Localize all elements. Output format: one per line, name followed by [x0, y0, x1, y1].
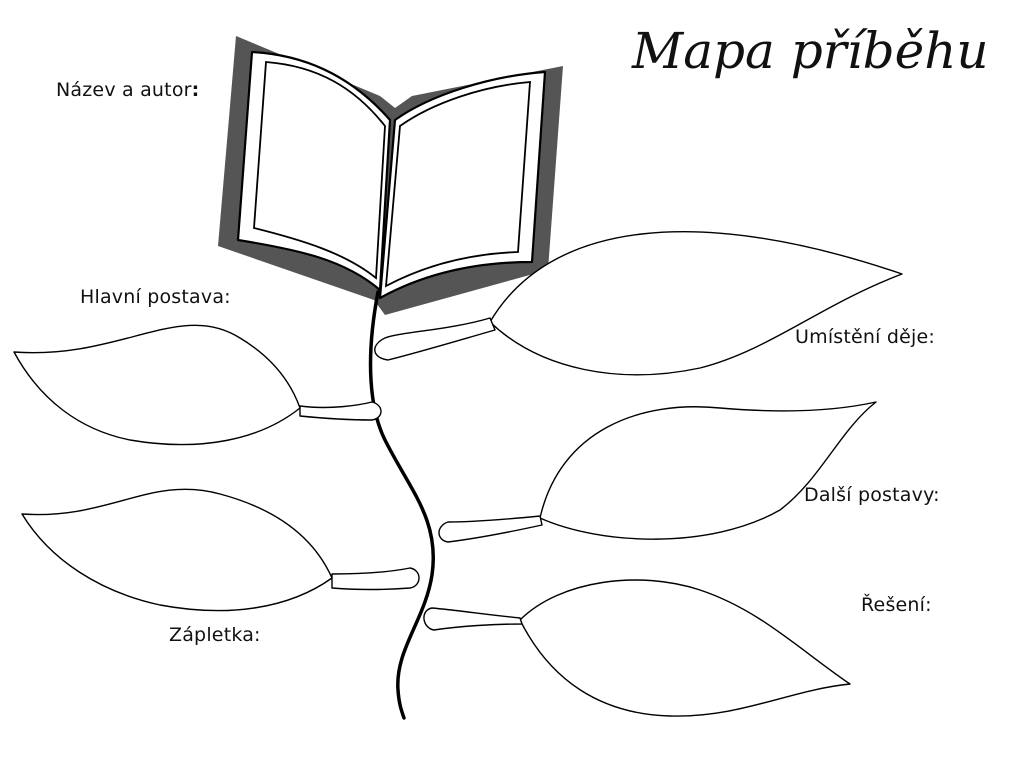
leaf-resolution-petiole: [423, 607, 523, 631]
stem: [368, 290, 435, 720]
leaf-plot: [21, 488, 420, 612]
leaf-main-character: [13, 324, 382, 446]
leaf-other-characters-petiole: [438, 515, 543, 543]
leaf-main-character-blade: [13, 324, 301, 446]
book-right-page-frame: [384, 81, 531, 288]
leaf-other-characters: [438, 401, 877, 543]
leaf-setting: [374, 230, 903, 376]
leaf-setting-blade: [489, 230, 903, 376]
leaf-main-character-petiole: [299, 401, 382, 421]
label-title-author-colon: :: [191, 79, 200, 101]
leaf-plot-petiole: [331, 567, 420, 591]
page-title: Mapa příběhu: [632, 22, 989, 80]
label-main-character: Hlavní postava:: [80, 286, 231, 308]
leaf-resolution-blade: [519, 579, 851, 717]
leaf-setting-petiole: [374, 317, 496, 361]
leaf-resolution: [423, 579, 851, 717]
label-title-author-text: Název a autor: [56, 79, 192, 101]
open-book-icon: [218, 36, 563, 315]
label-setting: Umístění děje:: [795, 326, 936, 348]
label-plot: Zápletka:: [169, 624, 261, 646]
label-title-author: Název a autor:: [56, 79, 199, 101]
label-resolution: Řešení:: [861, 594, 932, 616]
leaf-plot-blade: [21, 488, 333, 612]
label-other-characters: Další postavy:: [804, 484, 940, 506]
book-left-page-frame: [253, 61, 386, 280]
leaf-other-characters-blade: [539, 401, 877, 540]
